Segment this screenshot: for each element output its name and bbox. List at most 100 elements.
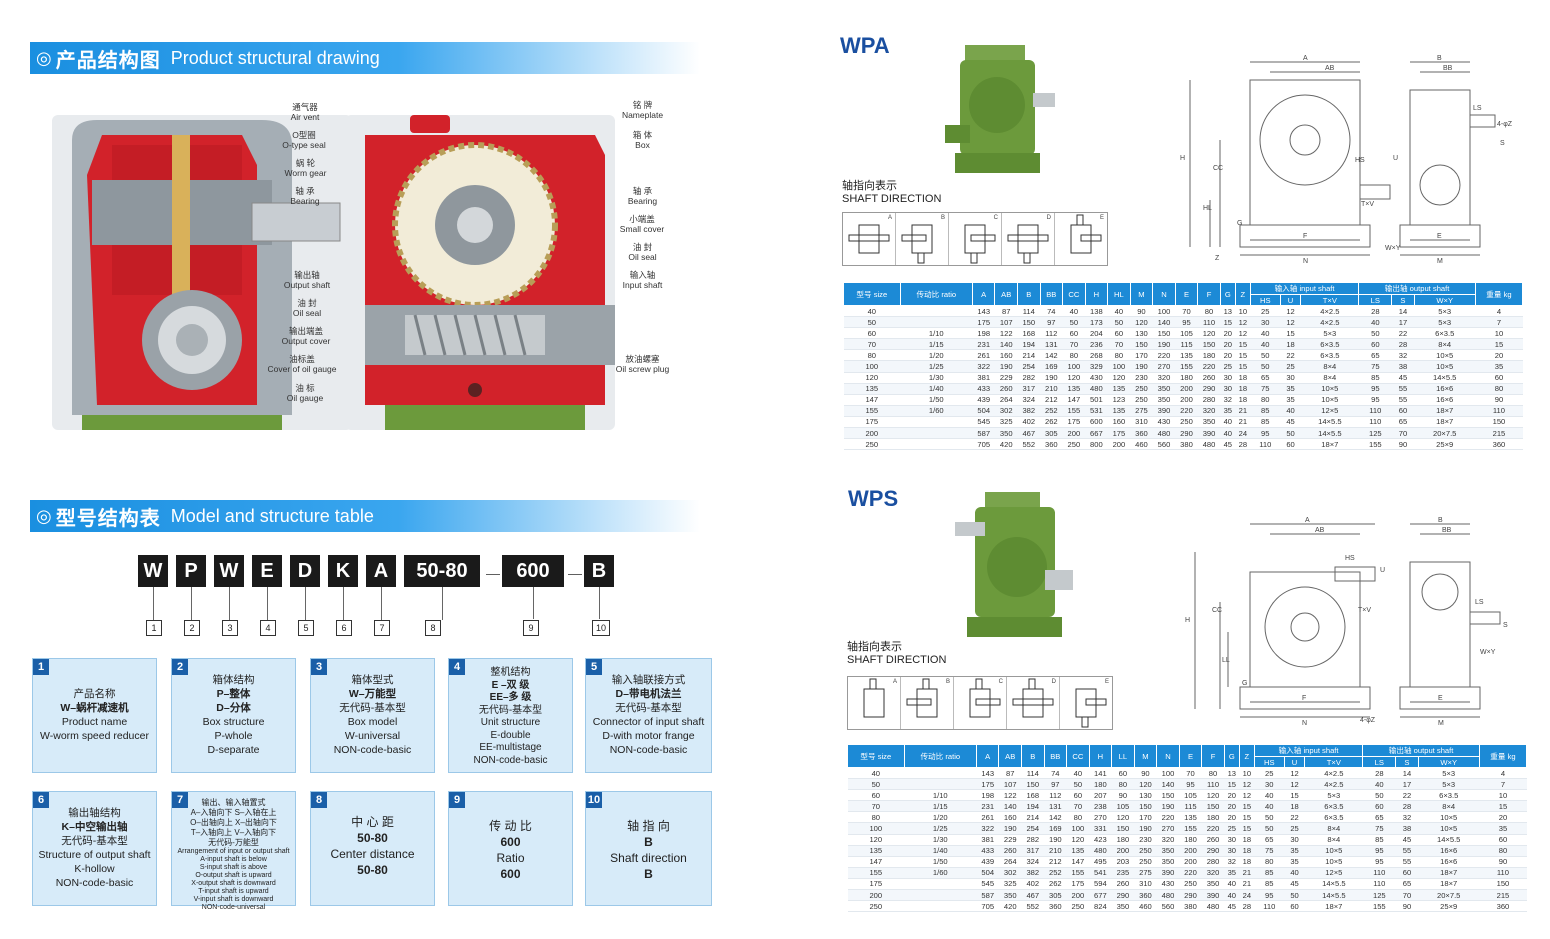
table-cell: 160 <box>998 811 1022 824</box>
technical-drawing-wpa: A AB B BB H CC HL HS LS W×Y G F N E M T×… <box>1180 55 1513 265</box>
table-header-cell: G <box>1223 744 1240 768</box>
table-cell: 320 <box>1201 867 1225 879</box>
table-cell: 215 <box>1475 427 1523 440</box>
table-cell: 552 <box>1021 900 1045 913</box>
table-cell: 15 <box>1239 811 1255 824</box>
table-cell: 38 <box>1395 822 1418 835</box>
table-cell: 130 <box>1130 327 1153 340</box>
table-cell: 200 <box>1179 845 1202 857</box>
table-cell: 350 <box>1197 416 1221 429</box>
code-connector <box>533 587 534 619</box>
table-header-cell: F <box>1201 744 1225 768</box>
svg-text:BB: BB <box>1442 527 1452 534</box>
svg-text:T×V: T×V <box>1361 201 1374 208</box>
table-cell: 70 <box>1107 338 1131 351</box>
code-connector <box>381 587 382 620</box>
table-cell-ratio: 1/20 <box>900 349 973 362</box>
table-cell: 30 <box>1224 834 1240 846</box>
svg-text:G: G <box>1237 220 1242 227</box>
svg-text:B: B <box>1437 55 1442 62</box>
code-box-7: A <box>366 555 396 587</box>
table-cell: 18 <box>1280 338 1301 351</box>
table-cell: 15 <box>1475 338 1523 351</box>
table-cell-ratio: 1/15 <box>904 800 977 813</box>
table-cell: 250 <box>1175 416 1198 429</box>
table-cell: 18 <box>1239 845 1255 857</box>
shaft-dir-d: D <box>1002 213 1055 265</box>
table-cell-ratio <box>900 427 973 440</box>
table-cell: 4×2.5 <box>1300 305 1359 318</box>
svg-text:LS: LS <box>1473 105 1482 112</box>
table-cell: 230 <box>1130 372 1153 384</box>
info-box-1: 1 产品名称 W–蜗杆减速机 Product name W-worm speed… <box>32 658 157 773</box>
table-cell: 150 <box>1111 822 1135 835</box>
table-cell: 135 <box>1107 405 1131 417</box>
table-cell: 433 <box>972 383 995 395</box>
table-cell: 131 <box>1040 338 1063 351</box>
table-cell: 150 <box>1479 878 1527 891</box>
table-cell: 270 <box>1156 822 1180 835</box>
table-cell: 220 <box>1175 405 1198 417</box>
svg-text:BB: BB <box>1443 65 1453 72</box>
table-cell: 45 <box>1391 372 1414 384</box>
table-cell: 143 <box>976 767 999 780</box>
table-cell: 60 <box>1479 834 1527 846</box>
table-header-cell: E <box>1178 744 1203 768</box>
section-title-en: Product structural drawing <box>170 47 380 68</box>
info-box-3: 3 箱体型式 W–万能型 无代码-基本型 Box model W-univers… <box>310 658 435 773</box>
table-cell: 235 <box>1111 867 1135 879</box>
table-cell: 4 <box>1479 767 1527 780</box>
table-cell: 190 <box>1130 360 1153 373</box>
section-header-structural: ◎ 产品结构图 Product structural drawing <box>30 42 700 74</box>
table-cell: 30 <box>1254 778 1285 791</box>
code-number-9: 9 <box>523 620 539 636</box>
svg-text:4-φZ: 4-φZ <box>1360 717 1376 724</box>
table-cell: 18 <box>1239 834 1255 846</box>
table-cell: 80 <box>847 811 905 824</box>
table-cell: 40 <box>1280 405 1301 417</box>
table-cell: 18×7 <box>1414 405 1476 417</box>
table-cell: 12 <box>1284 778 1305 791</box>
table-cell: 180 <box>1089 778 1112 791</box>
table-cell: 120 <box>1111 811 1135 824</box>
table-header-cell: 重量 kg <box>1474 282 1524 306</box>
table-header-cell: HL <box>1107 282 1131 306</box>
table-cell: 200 <box>1062 427 1086 440</box>
table-header-cell: A <box>975 744 1000 768</box>
table-cell: 70 <box>1395 889 1418 902</box>
table-cell: 80 <box>1479 845 1527 857</box>
shaft-dir-b: B <box>896 213 949 265</box>
table-cell: 50 <box>1062 316 1086 329</box>
table-cell: 60 <box>1395 867 1418 879</box>
table-cell: 460 <box>1130 438 1153 451</box>
table-cell: 175 <box>1062 416 1086 429</box>
table-cell: 40 <box>1220 416 1236 429</box>
table-cell: 290 <box>1175 427 1198 440</box>
code-number-10: 10 <box>592 620 610 636</box>
table-cell: 329 <box>1085 360 1108 373</box>
table-cell: 360 <box>1040 438 1063 451</box>
table-cell-ratio <box>904 778 977 791</box>
table-cell: 8×4 <box>1414 338 1476 351</box>
table-cell: 14 <box>1391 305 1414 318</box>
table-cell: 250 <box>1130 383 1153 395</box>
info-box-4: 4 整机结构 E –双 级 EE–多 级 无代码-基本型 Unit struct… <box>448 658 573 773</box>
table-cell: 125 <box>1362 889 1396 902</box>
table-cell: 120 <box>1066 834 1090 846</box>
table-cell: 310 <box>1130 416 1153 429</box>
table-cell: 30 <box>1284 834 1305 846</box>
table-cell: 60 <box>1066 789 1090 802</box>
table-cell: 95 <box>1175 316 1198 329</box>
table-cell: 322 <box>976 822 999 835</box>
code-box-2: P <box>176 555 206 587</box>
table-cell: 160 <box>994 349 1018 362</box>
table-cell: 200 <box>847 889 905 902</box>
